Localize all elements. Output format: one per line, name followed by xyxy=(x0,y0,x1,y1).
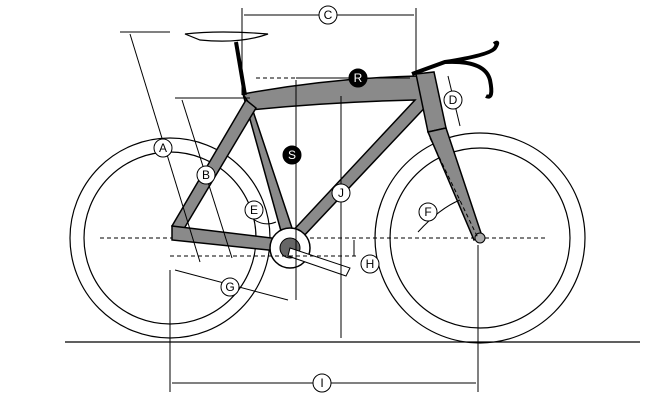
label-F: F xyxy=(418,202,438,222)
label-A: A xyxy=(153,138,173,158)
svg-text:H: H xyxy=(366,257,375,271)
frame xyxy=(170,71,486,277)
svg-text:B: B xyxy=(202,168,210,182)
svg-text:S: S xyxy=(288,148,296,162)
label-H: H xyxy=(360,254,380,274)
label-C: C xyxy=(318,5,338,25)
svg-text:R: R xyxy=(354,71,363,85)
label-R: R xyxy=(348,68,368,88)
label-E: E xyxy=(244,200,264,220)
label-B: B xyxy=(196,165,216,185)
svg-text:J: J xyxy=(338,186,344,200)
svg-text:A: A xyxy=(159,141,167,155)
svg-text:I: I xyxy=(320,376,323,390)
label-G: G xyxy=(220,277,240,297)
svg-text:F: F xyxy=(424,205,431,219)
svg-text:D: D xyxy=(449,93,458,107)
saddle xyxy=(184,31,269,96)
svg-text:C: C xyxy=(324,8,333,22)
label-I: I xyxy=(312,373,332,393)
label-D: D xyxy=(443,90,463,110)
label-J: J xyxy=(331,183,351,203)
handlebar xyxy=(411,40,500,99)
dimension-lines xyxy=(120,8,479,392)
svg-text:G: G xyxy=(225,280,234,294)
label-S: S xyxy=(282,145,302,165)
svg-text:E: E xyxy=(250,203,258,217)
